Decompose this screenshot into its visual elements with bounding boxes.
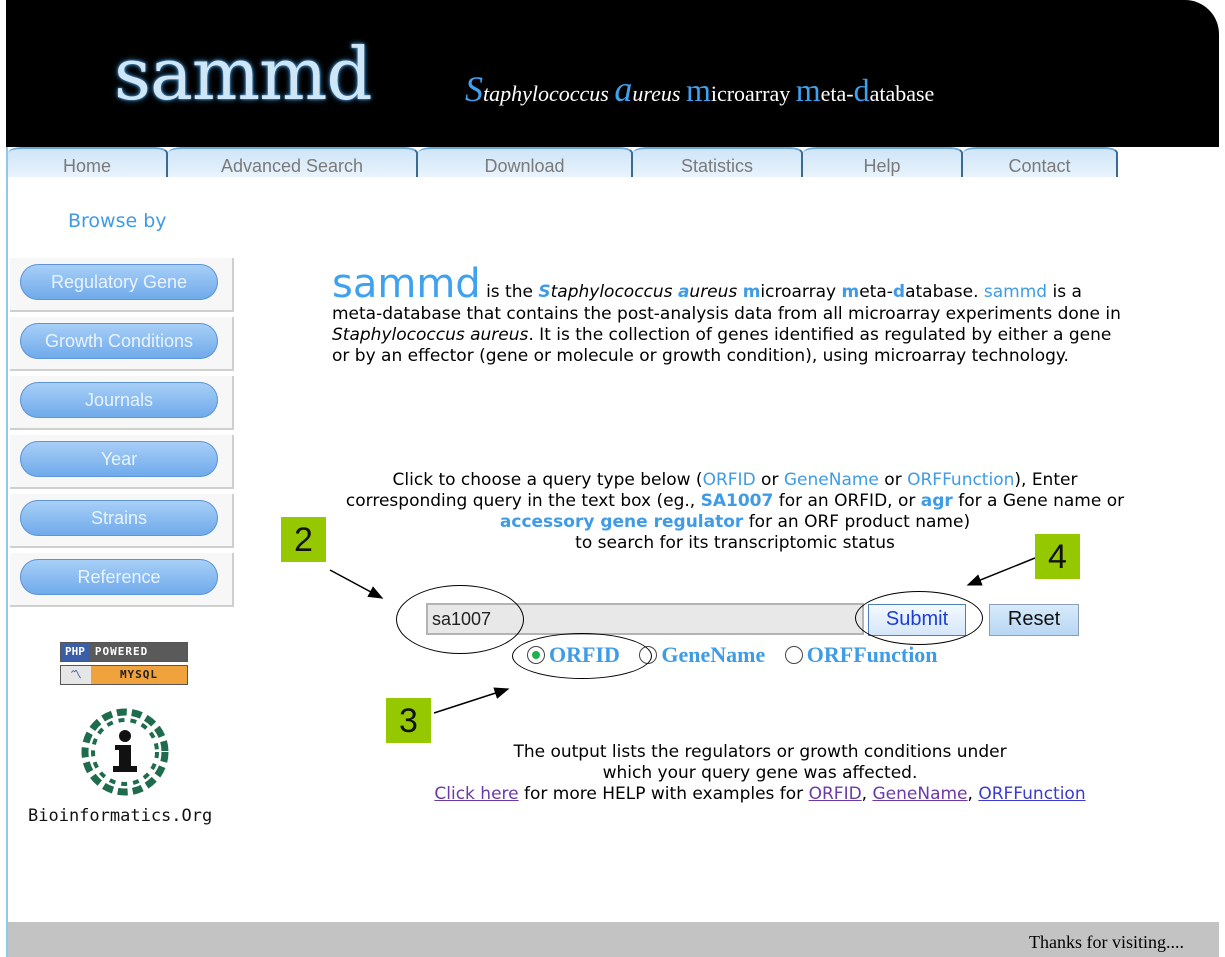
output-description: The output lists the regulators or growt…: [380, 742, 1140, 805]
php-badge-right: POWERED: [88, 643, 187, 661]
tab-home[interactable]: Home: [8, 147, 168, 177]
sidebar-item-strains-wrap: Strains: [10, 494, 234, 548]
site-logo[interactable]: sammd: [114, 32, 373, 116]
intro-text-2: is a meta-database that contains the pos…: [332, 282, 1121, 324]
radio-orffunction-label: ORFFunction: [806, 642, 938, 667]
query-text-4: for a Gene name or: [952, 491, 1125, 511]
tab-download[interactable]: Download: [418, 147, 633, 177]
arrow-3: [433, 687, 510, 714]
intro-m-cap: m: [742, 282, 761, 302]
sidebar-item-growth-conditions[interactable]: Growth Conditions: [20, 323, 218, 359]
intro-sammd-title: sammd: [332, 261, 481, 307]
query-example-sa1007: SA1007: [700, 491, 774, 511]
annotation-number-2: 2: [281, 517, 326, 562]
query-example-agr: agr: [920, 491, 953, 511]
footer-bar: Thanks for visiting....: [8, 922, 1219, 957]
browse-by-heading: Browse by: [68, 210, 167, 232]
php-badge-left: PHP: [61, 643, 89, 661]
sidebar-item-journals[interactable]: Journals: [20, 382, 218, 418]
sidebar-item-regulatory-gene[interactable]: Regulatory Gene: [20, 264, 218, 300]
radio-genename-label: GeneName: [661, 642, 766, 667]
intro-a-rest: ureus: [689, 282, 743, 302]
header-banner: sammd Staphylococcus aureus microarray m…: [6, 0, 1219, 147]
mysql-badge-text: MYSQL: [91, 666, 187, 684]
query-orfid: ORFID: [702, 470, 756, 490]
query-genename: GeneName: [783, 470, 879, 490]
query-text-5: for an ORF product name): [743, 512, 971, 532]
output-line-1: The output lists the regulators or growt…: [513, 742, 1007, 762]
sidebar-item-strains[interactable]: Strains: [20, 500, 218, 536]
arrow-2: [329, 569, 384, 599]
sidebar-item-journals-wrap: Journals: [10, 376, 234, 430]
intro-a-cap: a: [677, 282, 690, 302]
query-or-1: or: [755, 470, 784, 490]
help-genename-link[interactable]: GeneName: [872, 784, 968, 804]
sidebar-item-growth-conditions-wrap: Growth Conditions: [10, 317, 234, 371]
annotation-ellipse-input: [396, 585, 524, 654]
tab-contact[interactable]: Contact: [963, 147, 1118, 177]
php-mysql-badge[interactable]: PHP POWERED 〽 MYSQL: [60, 642, 188, 688]
output-line-2: which your query gene was affected.: [602, 763, 918, 783]
intro-d-rest: atabase.: [905, 282, 984, 302]
annotation-ellipse-radio: [512, 633, 652, 679]
query-text-2: ), Enter corresponding query in the text…: [345, 470, 1078, 511]
php-badge-top-row: PHP POWERED: [60, 642, 188, 662]
tab-advanced-search[interactable]: Advanced Search: [168, 147, 418, 177]
query-text-6: to search for its transcriptomic status: [575, 533, 895, 553]
output-comma-1: ,: [861, 784, 873, 804]
intro-m2-rest: eta-: [859, 282, 893, 302]
annotation-ellipse-submit: [855, 591, 983, 645]
annotation-number-3: 3: [386, 698, 431, 743]
intro-s-cap: S: [538, 282, 551, 302]
nav-tabs: Home Advanced Search Download Statistics…: [8, 147, 1219, 180]
sidebar-item-year[interactable]: Year: [20, 441, 218, 477]
tab-help[interactable]: Help: [803, 147, 963, 177]
reset-button[interactable]: Reset: [989, 604, 1079, 636]
sidebar-item-regulatory-gene-wrap: Regulatory Gene: [10, 258, 234, 312]
query-instructions: Click to choose a query type below (ORFI…: [340, 470, 1130, 554]
intro-species: Staphylococcus aureus: [332, 325, 529, 345]
intro-m2-cap: m: [841, 282, 860, 302]
radio-orffunction-button[interactable]: [784, 645, 803, 664]
click-here-link[interactable]: Click here: [434, 784, 519, 804]
query-orffunction: ORFFunction: [907, 470, 1015, 490]
intro-text-1: is the: [480, 282, 539, 302]
tab-statistics[interactable]: Statistics: [633, 147, 803, 177]
query-or-2: or: [878, 470, 908, 490]
bioinformatics-org-label: Bioinformatics.Org: [28, 806, 213, 826]
help-orfid-link[interactable]: ORFID: [808, 784, 862, 804]
output-comma-2: ,: [967, 784, 979, 804]
annotation-number-4: 4: [1035, 534, 1080, 579]
intro-d-cap: d: [892, 282, 906, 302]
dolphin-icon: 〽: [61, 666, 91, 684]
arrow-4: [966, 557, 1036, 586]
help-orffunction-link[interactable]: ORFFunction: [978, 784, 1086, 804]
intro-text-3: . It is the collection of genes identifi…: [332, 325, 1112, 366]
footer-text: Thanks for visiting....: [1029, 932, 1184, 952]
intro-sammd-inline: sammd: [983, 282, 1048, 302]
intro-paragraph: sammd is the Staphylococcus aureus micro…: [332, 264, 1132, 367]
bioinformatics-logo-icon[interactable]: [73, 700, 177, 804]
intro-s-rest: taphylococcus: [550, 282, 678, 302]
sidebar-item-reference[interactable]: Reference: [20, 559, 218, 595]
output-help-text: for more HELP with examples for: [518, 784, 809, 804]
query-text-1: Click to choose a query type below (: [392, 470, 703, 490]
sidebar-item-reference-wrap: Reference: [10, 553, 234, 607]
intro-m-rest: icroarray: [760, 282, 842, 302]
mysql-badge-row: 〽 MYSQL: [60, 665, 188, 685]
query-example-agr-full: accessory gene regulator: [499, 512, 744, 532]
site-tagline: Staphylococcus aureus microarray meta-da…: [465, 69, 935, 109]
radio-orffunction[interactable]: ORFFunction: [784, 642, 938, 667]
query-text-3: for an ORFID, or: [773, 491, 921, 511]
sidebar-item-year-wrap: Year: [10, 435, 234, 489]
